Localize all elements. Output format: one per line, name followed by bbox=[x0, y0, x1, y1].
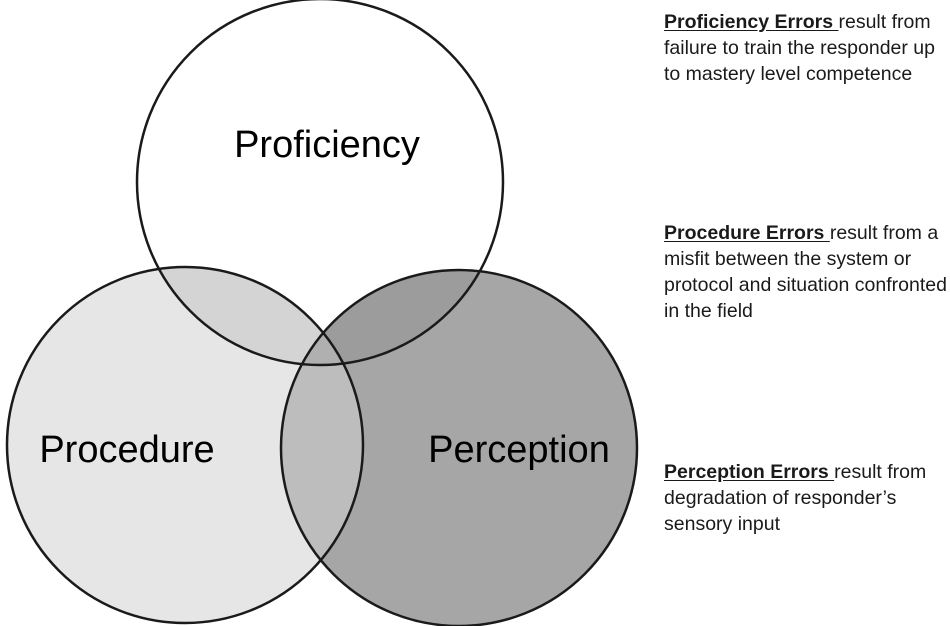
circle-outlines bbox=[5, 0, 639, 626]
proficiency-errors-text: result from failure to train the respond… bbox=[664, 11, 936, 85]
procedure-outline bbox=[5, 265, 365, 625]
procedure-errors-text: result from a misfit between the system … bbox=[664, 222, 947, 322]
perception-outline bbox=[279, 268, 639, 626]
perception-errors-term: Perception Errors bbox=[664, 461, 835, 483]
procedure-label: Procedure bbox=[39, 429, 214, 471]
perception-errors-text: result from degradation of responder’s s… bbox=[664, 461, 927, 535]
proficiency-label: Proficiency bbox=[234, 124, 420, 166]
perception-errors-description: Perception Errors result from degradatio… bbox=[664, 459, 950, 537]
perception-label: Perception bbox=[428, 429, 610, 471]
proficiency-errors-term: Proficiency Errors bbox=[664, 11, 839, 33]
procedure-errors-description: Procedure Errors result from a misfit be… bbox=[664, 220, 950, 324]
proficiency-outline bbox=[135, 0, 505, 367]
venn-diagram: Proficiency Procedure Perception bbox=[5, 0, 639, 626]
overlap-proficiency-procedure bbox=[137, 267, 363, 365]
procedure-errors-term: Procedure Errors bbox=[664, 222, 830, 244]
proficiency-errors-description: Proficiency Errors result from failure t… bbox=[664, 9, 950, 87]
